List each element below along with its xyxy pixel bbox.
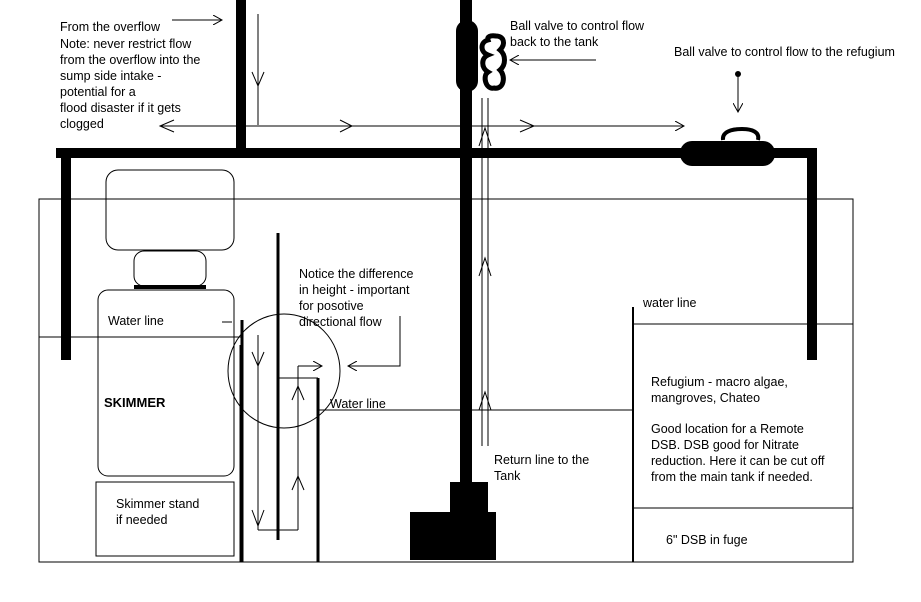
return-valve-label: Ball valve to control flow back to the t… <box>510 19 645 49</box>
overflow-note-line: flood disaster if it gets <box>60 101 181 115</box>
overflow-note-line: From the overflow <box>60 20 161 34</box>
water-line-middle-label: Water line <box>330 397 386 411</box>
overflow-note-line: Note: never restrict flow <box>60 37 192 51</box>
return-flow-arrow-3 <box>478 126 492 147</box>
skimmer-stand-label-line: Skimmer stand <box>116 497 199 511</box>
overflow-note-line: clogged <box>60 117 104 131</box>
dsb-note-line: Good location for a Remote <box>651 422 804 436</box>
overflow-note-line: from the overflow into the <box>60 53 200 67</box>
manifold-flow-left-arrow <box>158 119 175 133</box>
notice-label-line: Notice the difference <box>299 267 413 281</box>
baffle-flow-down-arrow-1 <box>251 351 265 368</box>
manifold-flow-arrow-2 <box>519 119 536 133</box>
skimmer-stand-label: Skimmer stand if needed <box>116 497 199 527</box>
skimmer-label: SKIMMER <box>104 395 166 410</box>
dsb-note: Good location for a Remote DSB. DSB good… <box>651 422 825 484</box>
skimmer-body <box>97 289 235 477</box>
notice-pointer <box>348 316 401 366</box>
refugium-label-line: mangroves, Chateo <box>651 391 760 405</box>
refugium-valve-label: Ball valve to control flow to the refugi… <box>674 45 895 59</box>
notice-label-line: in height - important <box>299 283 410 297</box>
water-line-refugium-label: water line <box>642 296 697 310</box>
skimmer-stand <box>95 481 235 557</box>
notice-label-line: directional flow <box>299 315 383 329</box>
overflow-note: From the overflow Note: never restrict f… <box>60 20 200 131</box>
ball-valve-return-handle <box>479 33 507 91</box>
return-line-label-line: Return line to the <box>494 453 589 467</box>
overflow-note-line: potential for a <box>60 85 136 99</box>
return-valve-label-line: Ball valve to control flow <box>510 19 645 33</box>
return-flow-arrow-2 <box>478 390 492 411</box>
return-flow-arrow-1 <box>478 256 492 277</box>
return-pump-top <box>450 482 488 514</box>
refugium-label-line: Refugium - macro algae, <box>651 375 788 389</box>
skimmer-cup <box>105 169 235 251</box>
dsb-note-line: reduction. Here it can be cut off <box>651 454 825 468</box>
manifold-flow-arrow-1 <box>339 119 354 133</box>
baffle-flow-down-arrow-2 <box>251 509 265 528</box>
return-line-label-line: Tank <box>494 469 521 483</box>
sump-tank-outline <box>38 198 854 563</box>
overflow-note-line: sump side intake - <box>60 69 161 83</box>
skimmer-stand-label-line: if needed <box>116 513 167 527</box>
refugium-label: Refugium - macro algae, mangroves, Chate… <box>651 375 788 405</box>
dsb-note-line: DSB. DSB good for Nitrate <box>651 438 799 452</box>
notice-label: Notice the difference in height - import… <box>299 267 413 329</box>
ball-valve-refugium-handle <box>720 126 761 141</box>
baffle-flow-up-arrow-1 <box>291 384 305 401</box>
return-line-label: Return line to the Tank <box>494 453 589 483</box>
baffle-flow-up-arrow-2 <box>291 474 305 491</box>
notice-label-line: for posotive <box>299 299 364 313</box>
ball-valve-return <box>456 20 478 92</box>
height-difference-circle <box>227 313 341 429</box>
water-line-skimmer-label: Water line <box>108 314 164 328</box>
dsb-note-line: from the main tank if needed. <box>651 470 813 484</box>
dsb-fuge-label: 6" DSB in fuge <box>666 533 748 547</box>
return-valve-label-line: back to the tank <box>510 35 599 49</box>
return-pump-base <box>410 512 496 560</box>
skimmer-neck <box>133 250 207 287</box>
ball-valve-refugium <box>680 141 775 166</box>
overflow-flow-arrow <box>251 71 265 88</box>
